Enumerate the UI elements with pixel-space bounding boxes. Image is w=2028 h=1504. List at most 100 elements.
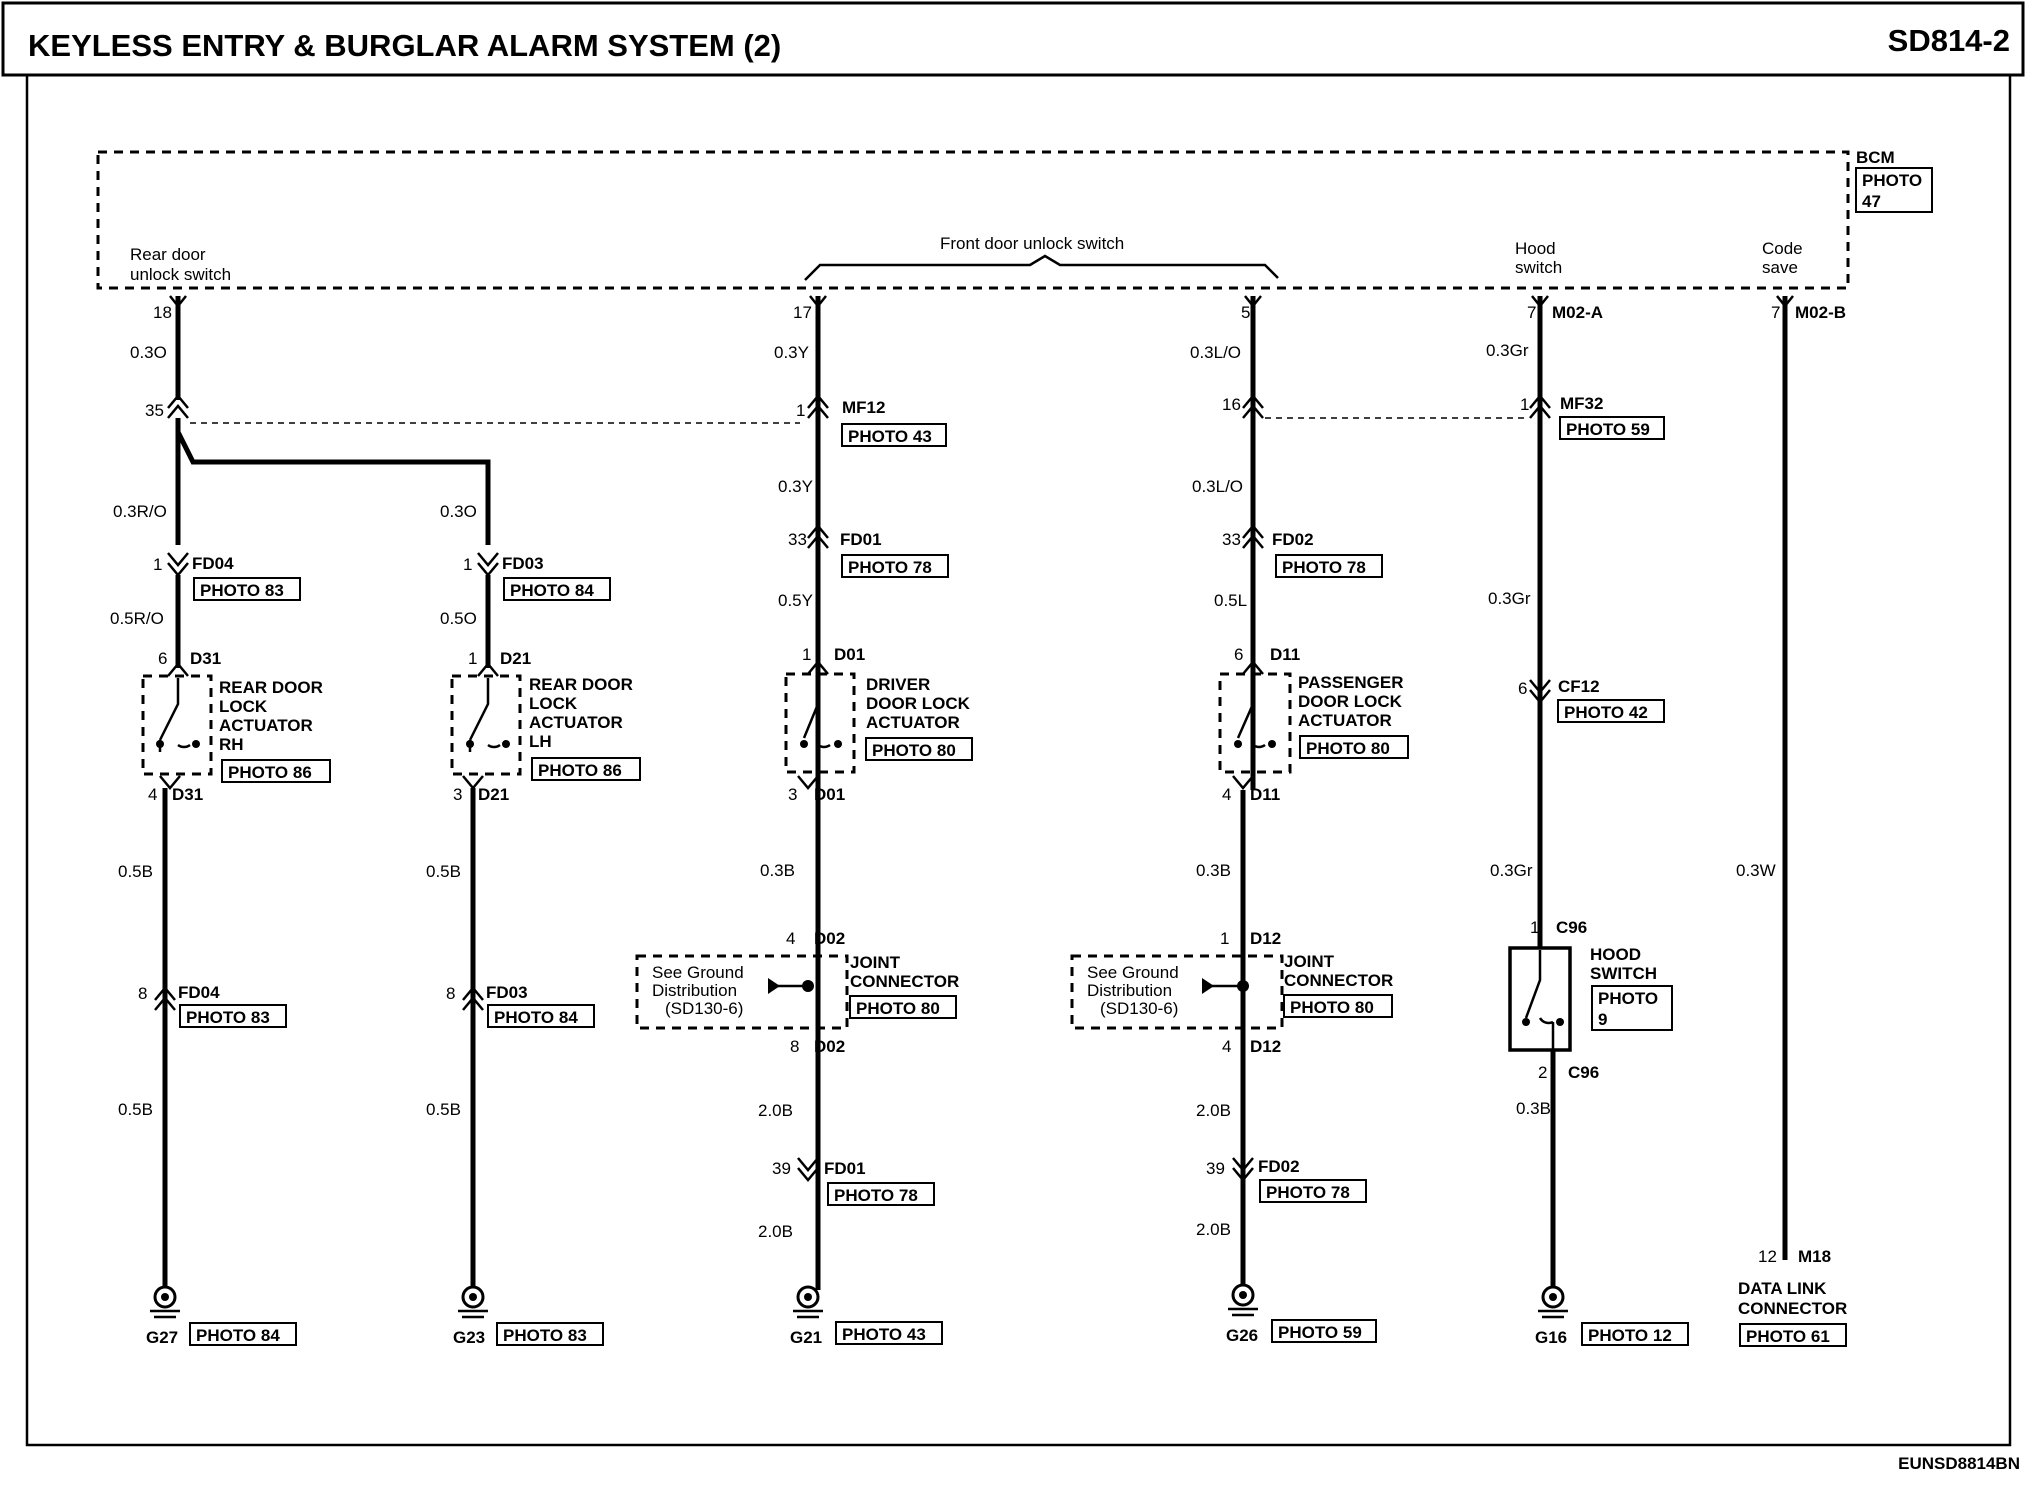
hood-contact-b: [1556, 1018, 1564, 1026]
rear-door-unlock-label-1: Rear door: [130, 245, 206, 264]
photo-86-b: [531, 757, 641, 781]
hood-name-1: HOOD: [1590, 945, 1641, 964]
photo-80-a-text: PHOTO 80: [872, 741, 956, 760]
bcm-term-col4: [1244, 295, 1262, 309]
conn-d11-top-label: D11: [1270, 645, 1300, 664]
photo-43-a: [841, 423, 947, 447]
conn-fd04: [167, 552, 189, 577]
conn-mf12: [807, 394, 829, 419]
photo-84-b: [487, 1004, 595, 1028]
wire-2-0b-a: 2.0B: [758, 1101, 793, 1120]
conn-d01-top: [807, 660, 829, 675]
wire-0-5b-a: 0.5B: [118, 862, 153, 881]
ground-ref-b-1: See Ground: [1087, 963, 1179, 982]
pin-1-fd03: 1: [463, 555, 472, 574]
conn-fd02-b-label: FD02: [1258, 1157, 1300, 1176]
pin-12-m18: 12: [1758, 1247, 1777, 1266]
photo-42-text: PHOTO 42: [1564, 703, 1648, 722]
wire-0-5b-b: 0.5B: [118, 1100, 153, 1119]
pin-2-c96: 2: [1538, 1063, 1547, 1082]
dlc-name-1: DATA LINK: [1738, 1279, 1827, 1298]
conn-cf12-label: CF12: [1558, 677, 1600, 696]
photo-78-a-text: PHOTO 78: [848, 558, 932, 577]
joint-a-node: [802, 980, 814, 992]
conn-d31-bot: [159, 775, 181, 790]
wire-0-3lo-a: 0.3L/O: [1190, 343, 1241, 362]
conn-d01-top-label: D01: [834, 645, 865, 664]
code-save-label-1: Code: [1762, 239, 1803, 258]
photo-12-g16-text: PHOTO 12: [1588, 1326, 1672, 1345]
passenger-actuator-switch: [1236, 676, 1266, 749]
bcm-module: [96, 150, 1850, 290]
diagram-title: KEYLESS ENTRY & BURGLAR ALARM SYSTEM (2): [28, 28, 781, 63]
bcm-photo-num: 47: [1862, 192, 1881, 211]
wire-0-3b-a: 0.3B: [760, 861, 795, 880]
passenger-actuator-box: [1218, 672, 1292, 774]
ground-ref-b-2: Distribution: [1087, 981, 1172, 1000]
photo-84-g27-text: PHOTO 84: [196, 1326, 280, 1345]
photo-9-box: [1591, 985, 1673, 1031]
wire-0-5y: 0.5Y: [778, 591, 813, 610]
photo-83-b: [179, 1004, 287, 1028]
conn-d12-bot-label: D12: [1250, 1037, 1281, 1056]
conn-fd02-label: FD02: [1272, 530, 1314, 549]
hood-contact-a: [1522, 1018, 1530, 1026]
photo-9-text-1: PHOTO: [1598, 989, 1658, 1008]
pin-1-fd04: 1: [153, 555, 162, 574]
conn-d01-bot-label: D01: [814, 785, 845, 804]
conn-c96-bot-label: C96: [1568, 1063, 1599, 1082]
pin-6-d31: 6: [158, 649, 167, 668]
conn-d11-top: [1242, 660, 1264, 675]
photo-80-b: [1299, 735, 1409, 759]
photo-83-b-text: PHOTO 83: [186, 1008, 270, 1027]
joint-b-name-2: CONNECTOR: [1284, 971, 1393, 990]
conn-fd04-b: [154, 986, 176, 1011]
rear-rh-contact-b: [192, 740, 200, 748]
conn-d11-bot: [1232, 775, 1254, 790]
conn-c96-top-label: C96: [1556, 918, 1587, 937]
wire-0-3gr-c: 0.3Gr: [1490, 861, 1533, 880]
hood-switch-label-2: switch: [1515, 258, 1562, 277]
conn-m02b: M02-B: [1795, 303, 1846, 322]
wire-0-3b-c: 0.3B: [1516, 1099, 1551, 1118]
conn-m18-label: M18: [1798, 1247, 1831, 1266]
pin-16: 16: [1222, 395, 1241, 414]
wire-col4: [1240, 296, 1256, 1290]
ground-g27: G27: [146, 1328, 178, 1347]
photo-80-joint-b: [1283, 994, 1393, 1018]
ground-ref-b-arrow: [1202, 978, 1214, 994]
pin-1-d01: 1: [802, 645, 811, 664]
ground-g21-dot: [804, 1293, 812, 1301]
photo-43-a-text: PHOTO 43: [848, 427, 932, 446]
rear-rh-actuator-switch: [158, 678, 191, 752]
photo-80-joint-a-text: PHOTO 80: [856, 999, 940, 1018]
conn-fd04-b-label: FD04: [178, 983, 220, 1002]
driver-name-2: DOOR LOCK: [866, 694, 971, 713]
pin-18: 18: [153, 303, 172, 322]
bcm-term-col5: [1531, 295, 1549, 309]
pin-8-fd04: 8: [138, 984, 147, 1003]
rear-lh-contact-a: [466, 740, 474, 748]
driver-name-1: DRIVER: [866, 675, 930, 694]
pin-7-a: 7: [1527, 303, 1536, 322]
pin-7-b: 7: [1771, 303, 1780, 322]
rear-rh-contact-a: [156, 740, 164, 748]
pin-17: 17: [793, 303, 812, 322]
wire-branch-lh: [175, 430, 491, 545]
rear-lh-actuator-switch: [468, 678, 501, 752]
photo-12-g16: [1581, 1322, 1689, 1346]
wire-2-0b-c: 2.0B: [1196, 1101, 1231, 1120]
pin-1-mf32: 1: [1520, 395, 1529, 414]
photo-84-a-text: PHOTO 84: [510, 581, 594, 600]
conn-fd03-label: FD03: [502, 554, 544, 573]
bcm-label: BCM: [1856, 148, 1895, 167]
wire-0-3w: 0.3W: [1736, 861, 1776, 880]
pin-8-d02: 8: [790, 1037, 799, 1056]
conn-mf32-label: MF32: [1560, 394, 1603, 413]
rear-rh-name-2: LOCK: [219, 697, 268, 716]
bcm-term-col1: [169, 295, 187, 309]
rear-lh-name-4: LH: [529, 732, 552, 751]
bcm-term-col3: [809, 295, 827, 309]
wire-0-3o-b: 0.3O: [440, 502, 477, 521]
wire-0-3ro: 0.3R/O: [113, 502, 167, 521]
